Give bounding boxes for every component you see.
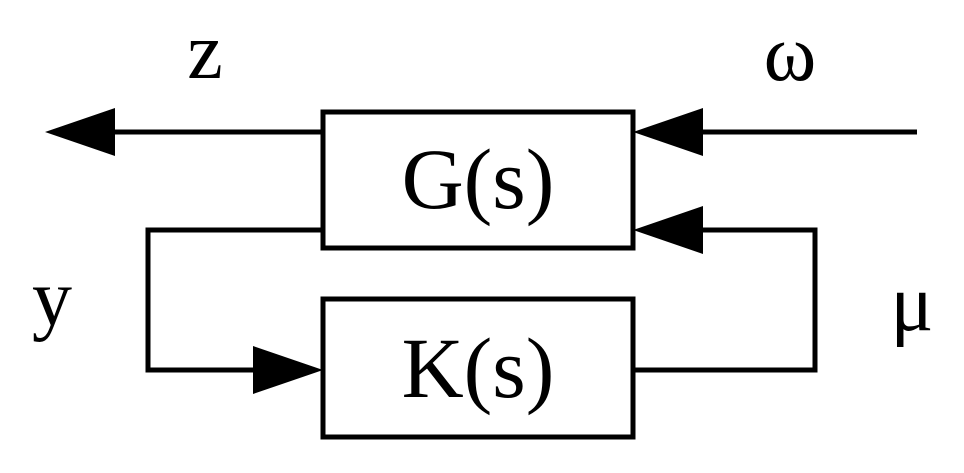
w-input-arrowhead — [633, 108, 703, 156]
u-control-arrowhead — [633, 206, 703, 254]
u-signal-label: μ — [891, 260, 934, 348]
z-output-arrowhead — [45, 108, 115, 156]
plant-block — [320, 109, 636, 251]
z-signal-label: z — [187, 8, 223, 96]
y-feedback-wire — [145, 227, 323, 373]
controller-block — [320, 296, 636, 440]
plant-block-label: G(s) — [402, 131, 555, 227]
u-control-wire — [633, 227, 818, 373]
y-signal-label: y — [32, 255, 72, 343]
y-feedback-arrowhead — [253, 346, 323, 394]
controller-block-label: K(s) — [402, 320, 555, 416]
w-signal-label: ω — [764, 10, 817, 98]
